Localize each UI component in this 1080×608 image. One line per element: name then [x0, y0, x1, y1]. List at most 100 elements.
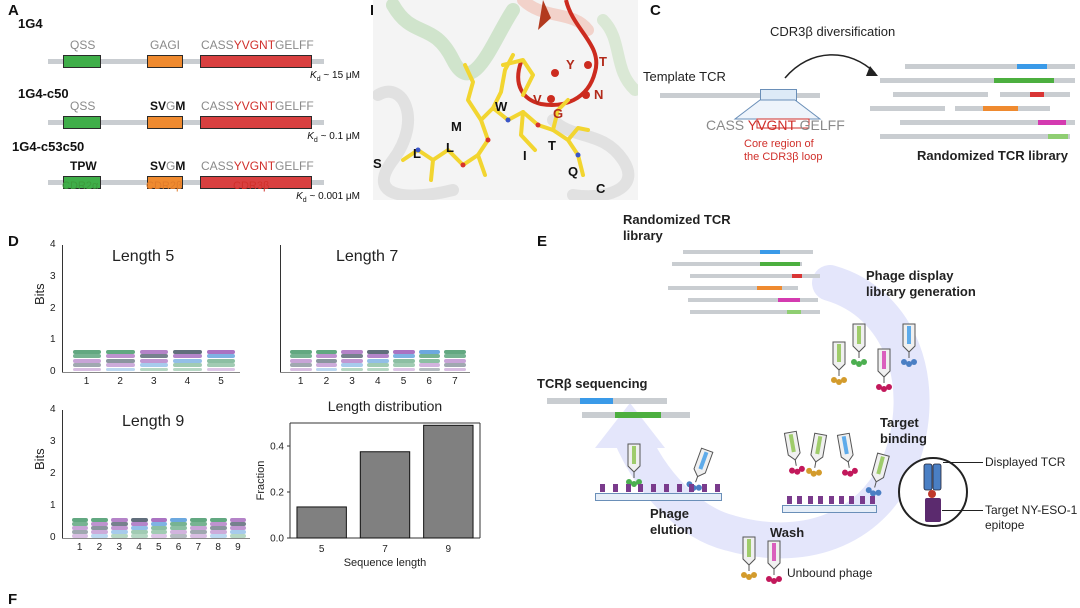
- panel-label-f: F: [8, 591, 18, 608]
- logo-position-tick: 7: [452, 376, 458, 387]
- logo-position-tick: 4: [375, 376, 381, 387]
- residue-label-i: I: [523, 148, 527, 163]
- kd-subscript: d: [302, 197, 307, 204]
- library-tcr-variant: [787, 310, 801, 314]
- cdr2a-sequence: QSS: [70, 38, 95, 52]
- logo-letter-block: [139, 358, 169, 363]
- library-tcr-backbone: [672, 262, 802, 266]
- epitope-peg: [702, 484, 708, 492]
- panel-b-peptide-structure: S L L M W I T Q C Y V G N T: [373, 0, 638, 200]
- epitope-label-line2: epitope: [985, 518, 1025, 532]
- logo-letter-block: [106, 367, 135, 372]
- phage-particle: [766, 540, 782, 584]
- logo-position-tick: 3: [116, 542, 122, 553]
- panel-label-a: A: [8, 2, 19, 19]
- logo-letter-block: [341, 358, 364, 363]
- logo-bits-tick: 1: [50, 500, 56, 511]
- logo-letter-block: [229, 518, 247, 522]
- logo-letter-block: [341, 363, 364, 368]
- kd-number: ~ 15 μM: [320, 70, 360, 81]
- epitope-label-line1: Target NY-ESO-1: [985, 503, 1078, 517]
- logo-bits-label: Bits: [32, 283, 47, 305]
- logo-bits-tick: 3: [50, 270, 56, 282]
- logo-letter-block: [139, 363, 169, 368]
- template-cdr3b-sequence: CASS YVGNT GELFF: [706, 117, 845, 133]
- logo-position-tick: 6: [175, 542, 182, 553]
- logo-position-tick: 4: [184, 376, 191, 387]
- cdr2a-box: [63, 55, 101, 68]
- logo-letter-block: [229, 526, 247, 530]
- epitope-peg: [651, 484, 657, 492]
- logo-letter-block: [71, 522, 89, 526]
- logo-letter-block: [173, 358, 202, 363]
- logo-position-tick: 5: [156, 542, 162, 553]
- variant-name: 1G4-c53c50: [12, 139, 85, 154]
- logo-letter-block: [170, 534, 188, 538]
- logo-letter-block: [173, 367, 202, 372]
- logo-letter-block: [418, 350, 441, 354]
- panel-label-e: E: [537, 233, 548, 250]
- residue-label-y: Y: [566, 57, 575, 72]
- logo-position-tick: 7: [195, 542, 202, 553]
- logo-letter-block: [444, 367, 466, 372]
- logo-letter-block: [106, 350, 135, 354]
- logo-bits-tick: 4: [50, 239, 56, 250]
- kd-number: ~ 0.1 μM: [317, 131, 360, 142]
- step-target-line2: binding: [880, 431, 927, 446]
- residue-label-l1: L: [413, 146, 421, 161]
- library-tcr-backbone: [880, 134, 1000, 139]
- logo-position-tick: 2: [96, 542, 103, 553]
- epitope-peg: [797, 496, 803, 504]
- logo-letter-block: [210, 522, 227, 526]
- logo-letter-block: [210, 534, 227, 538]
- kd-symbol: K: [310, 70, 317, 81]
- phage-particle: [831, 341, 847, 385]
- sequence-segment: SV: [150, 99, 167, 113]
- logo-letter-block: [150, 518, 168, 522]
- x-axis-label: Sequence length: [344, 557, 427, 569]
- bar-5: [296, 506, 347, 539]
- logo-letter-block: [341, 354, 364, 359]
- epitope-peg: [689, 484, 695, 492]
- cdr2a-sequence: TPW: [70, 159, 97, 173]
- logo-position-tick: 1: [297, 376, 304, 387]
- sequence-segment: GELFF: [275, 159, 314, 173]
- library-tcr-backbone: [1000, 134, 1070, 139]
- tcr-backbone-bar: [48, 180, 324, 185]
- sequence-segment: CASS: [201, 99, 234, 113]
- cdr3b-box: [200, 55, 312, 68]
- logo-letter-block: [315, 367, 338, 372]
- library-tcr-backbone: [668, 286, 798, 290]
- phage-particle: [865, 452, 890, 497]
- logo-letter-block: [392, 354, 415, 359]
- logo-letter-block: [91, 518, 108, 522]
- binding-plate: [595, 493, 722, 501]
- logo-letter-block: [367, 350, 389, 354]
- sequence-segment: QSS: [70, 99, 96, 113]
- residue-label-m: M: [451, 119, 462, 134]
- logo-letter-block: [229, 530, 247, 534]
- cdr2a-box: [63, 176, 101, 189]
- logo-letter-block: [290, 367, 312, 372]
- x-tick-label: 5: [319, 544, 325, 555]
- template-tcr-label: Template TCR: [643, 69, 726, 84]
- logo-letter-block: [392, 350, 415, 354]
- epitope-peg: [638, 484, 644, 492]
- logo-letter-block: [190, 534, 207, 538]
- variant-name: 1G4: [18, 16, 43, 31]
- logo-letter-block: [315, 358, 338, 363]
- logo-letter-block: [207, 358, 236, 363]
- workflow-cycle-arrow: [595, 265, 930, 559]
- sequence-segment: CASS: [201, 38, 234, 52]
- logo-x-axis: [62, 538, 250, 539]
- logo-letter-block: [71, 530, 89, 534]
- epitope-peg: [715, 484, 720, 492]
- displayed-tcr-leader-line: [943, 462, 983, 463]
- panel-label-d: D: [8, 233, 19, 250]
- logo-letter-block: [173, 350, 202, 354]
- core-region-note-line1: Core region of: [744, 138, 814, 150]
- sequencing-read-variant: [615, 412, 661, 418]
- logo-letter-block: [111, 534, 128, 538]
- logo-letter-block: [139, 354, 169, 359]
- epitope-peg: [663, 484, 669, 492]
